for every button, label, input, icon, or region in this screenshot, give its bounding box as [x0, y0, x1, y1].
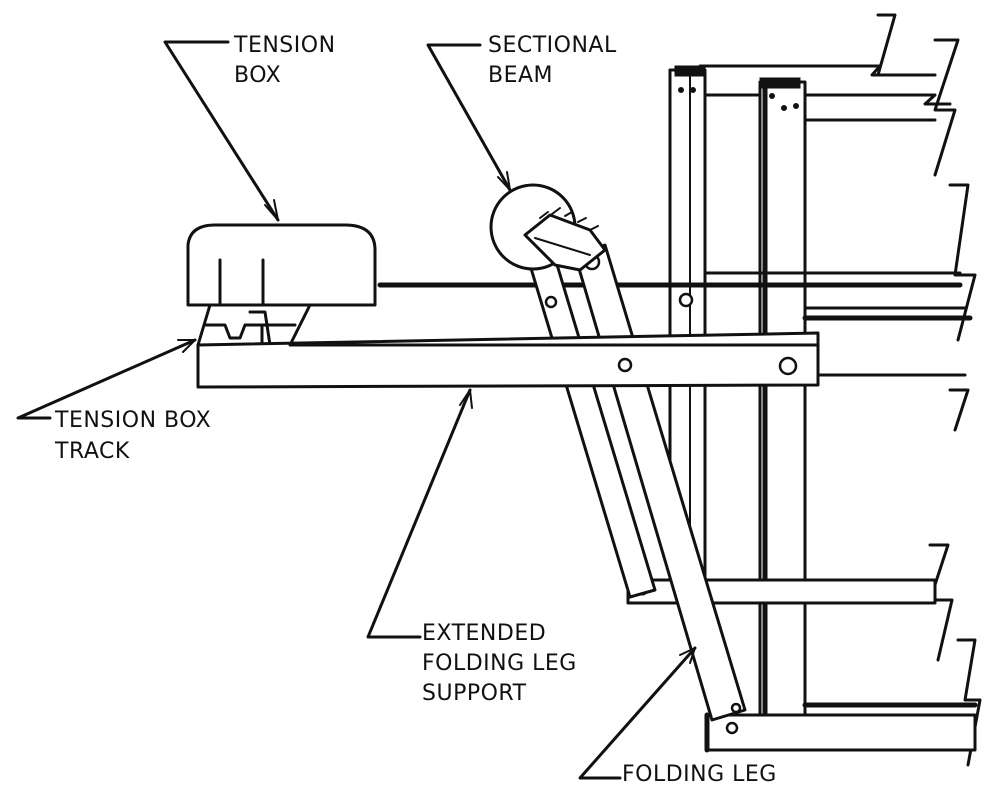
labels: TENSION BOX SECTIONAL BEAM TENSION BOX T…: [54, 33, 777, 787]
label-tension-box-line2: BOX: [234, 63, 281, 88]
break-mark-lower-middle: [948, 388, 970, 432]
bottom-rail: [705, 713, 977, 752]
label-tension-box-line1: TENSION: [233, 33, 336, 58]
arrowhead: [177, 339, 196, 353]
bolt-dot: [793, 103, 799, 109]
break-mark-top: [876, 13, 897, 77]
arrowhead: [497, 171, 511, 191]
track-groove: [203, 323, 297, 340]
break-mark-middle: [948, 183, 977, 342]
label-sectional-beam-line2: BEAM: [488, 63, 553, 88]
arrowhead: [679, 647, 696, 664]
arrowhead: [264, 199, 279, 221]
sectional-beam-core: [523, 213, 607, 272]
label-tension-box-track-line1: TENSION BOX: [54, 408, 211, 433]
leader-folding-leg: [578, 646, 697, 780]
tension-box-track: [196, 303, 312, 347]
label-extended-support-line1: EXTENDED: [422, 621, 546, 646]
leader-tension-box: [163, 40, 280, 222]
post-hole: [678, 292, 694, 308]
leg-foot-hole: [730, 702, 742, 714]
break-mark-upper: [933, 38, 960, 177]
track-notch: [248, 310, 272, 347]
bolt-dot: [690, 87, 696, 93]
label-folding-leg: FOLDING LEG: [622, 762, 777, 787]
leader-tension-box-track: [16, 338, 197, 420]
beam-teeth: [539, 207, 599, 231]
bolt-dot: [769, 93, 775, 99]
tension-box: [186, 223, 377, 307]
bolt-dot: [781, 105, 787, 111]
arm-hole: [544, 295, 558, 309]
left-upright-cap: [674, 65, 706, 77]
label-extended-support-line3: SUPPORT: [422, 681, 527, 706]
leader-sectional-beam: [426, 43, 512, 192]
top-rail-lower-edge-right: [798, 93, 952, 106]
top-rail-upper-edge: [698, 64, 937, 77]
right-upright-cap: [759, 77, 801, 89]
support-hole-large: [778, 356, 798, 376]
bottom-rail-hole: [725, 721, 739, 735]
tension-box-body: [186, 223, 377, 307]
label-sectional-beam-line1: SECTIONAL: [488, 33, 617, 58]
folding-leg: [528, 243, 747, 722]
label-extended-support-line2: FOLDING LEG: [422, 651, 577, 676]
leader-extended-support: [366, 388, 472, 639]
arrowhead: [459, 389, 473, 409]
beam-core-line: [534, 237, 591, 256]
leader-lines: [16, 40, 697, 780]
extended-folding-leg-support: [196, 331, 820, 389]
bolt-dot: [678, 87, 684, 93]
label-tension-box-track-line2: TRACK: [54, 439, 130, 464]
sectional-beam: [489, 183, 607, 272]
support-hole: [617, 357, 633, 373]
